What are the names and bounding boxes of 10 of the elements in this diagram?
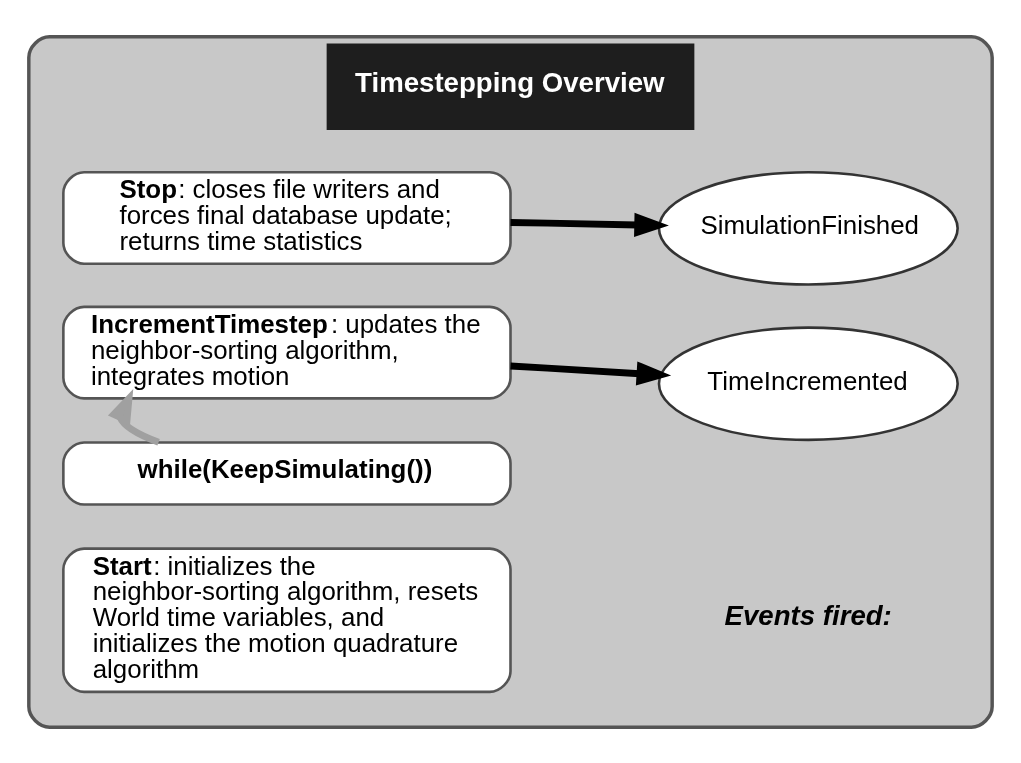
label: Events fired: (724, 599, 892, 631)
arrow (107, 388, 160, 446)
arrow (510, 360, 672, 386)
node-ellipse: SimulationFinished (657, 170, 959, 286)
node-box: Stop: closes file writers and forces final database update; returns time statistics (62, 170, 512, 265)
node-box: while(KeepSimulating()) (62, 440, 512, 506)
node-ellipse: TimeIncremented (657, 325, 959, 441)
node-box: Start: initializes the neighbor-sorting algorithm, resets World time variables, and initializes the motion quadrature algorithm (62, 546, 512, 693)
node-box: IncrementTimestep: updates the neighbor-sorting algorithm, integrates motion (62, 305, 512, 400)
arrow (510, 212, 669, 237)
